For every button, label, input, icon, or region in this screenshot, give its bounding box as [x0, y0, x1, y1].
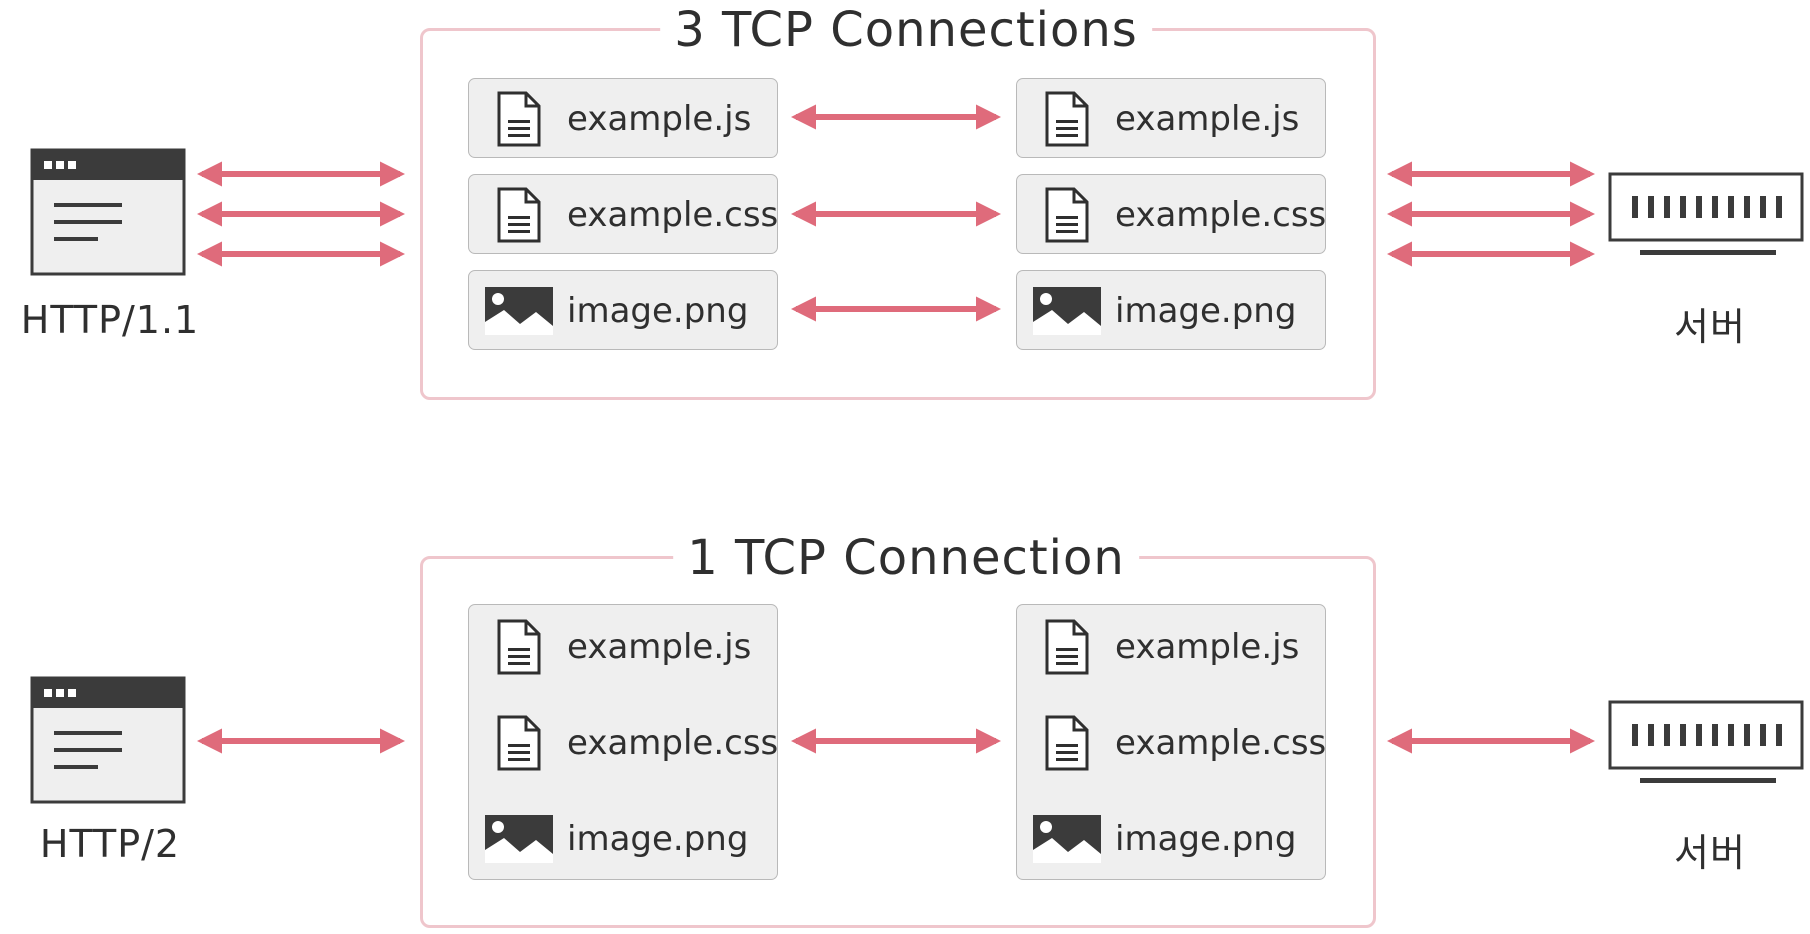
server-file-box-css: example.css: [1016, 174, 1326, 254]
file-row: example.js: [469, 89, 777, 149]
file-row: image.png: [469, 281, 777, 341]
client-file-box-js: example.js: [468, 78, 778, 158]
image-icon: [483, 281, 555, 341]
document-icon: [483, 89, 555, 149]
file-name: image.png: [1115, 819, 1297, 859]
tcp-connections-title: 3 TCP Connections: [660, 2, 1152, 58]
image-icon: [1031, 809, 1103, 869]
file-name: example.css: [567, 723, 779, 763]
file-name: example.js: [1115, 627, 1300, 667]
document-icon: [483, 185, 555, 245]
file-row: example.js: [1017, 89, 1325, 149]
file-name: example.js: [1115, 99, 1300, 139]
document-icon: [1031, 89, 1103, 149]
client-file-group: example.js example.css image.png: [468, 604, 778, 880]
browser-window-icon: [30, 676, 186, 804]
file-row: image.png: [469, 809, 777, 869]
server-file-box-js: example.js: [1016, 78, 1326, 158]
file-row: example.css: [469, 713, 779, 773]
file-name: example.css: [567, 195, 779, 235]
tcp-connection-title: 1 TCP Connection: [673, 530, 1139, 586]
file-name: example.js: [567, 99, 752, 139]
document-icon: [1031, 185, 1103, 245]
document-icon: [483, 617, 555, 677]
document-icon: [1031, 617, 1103, 677]
file-name: example.css: [1115, 723, 1327, 763]
document-icon: [483, 713, 555, 773]
file-row: example.css: [1017, 713, 1327, 773]
file-row: example.js: [1017, 617, 1325, 677]
server-icon: [1608, 172, 1804, 255]
client-file-box-png: image.png: [468, 270, 778, 350]
file-row: image.png: [1017, 281, 1325, 341]
server-file-group: example.js example.css image.png: [1016, 604, 1326, 880]
document-icon: [1031, 713, 1103, 773]
browser-window-icon: [30, 148, 186, 276]
client-protocol-label: HTTP/2: [39, 822, 181, 866]
client-protocol-label: HTTP/1.1: [20, 298, 200, 342]
file-row: image.png: [1017, 809, 1325, 869]
server-label: 서버: [1674, 305, 1746, 349]
file-name: image.png: [567, 819, 749, 859]
file-name: image.png: [567, 291, 749, 331]
server-file-box-png: image.png: [1016, 270, 1326, 350]
file-row: example.css: [469, 185, 779, 245]
file-name: example.js: [567, 627, 752, 667]
server-icon: [1608, 700, 1804, 783]
server-label: 서버: [1674, 831, 1746, 875]
file-row: example.js: [469, 617, 777, 677]
file-name: image.png: [1115, 291, 1297, 331]
file-name: example.css: [1115, 195, 1327, 235]
client-file-box-css: example.css: [468, 174, 778, 254]
file-row: example.css: [1017, 185, 1327, 245]
image-icon: [1031, 281, 1103, 341]
image-icon: [483, 809, 555, 869]
